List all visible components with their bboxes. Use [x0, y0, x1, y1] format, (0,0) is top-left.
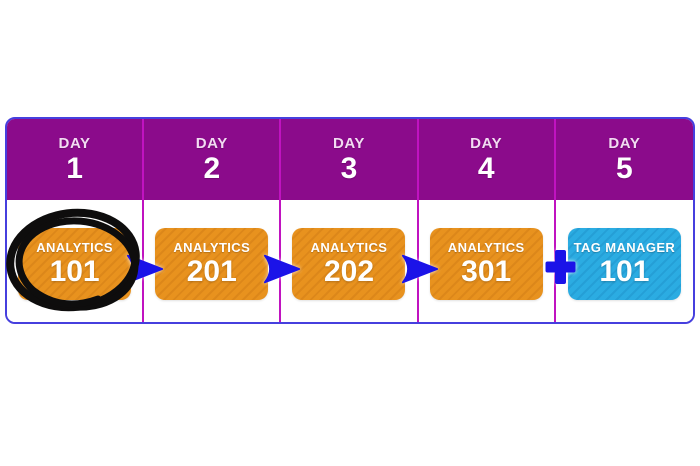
course-box-analytics-202: ANALYTICS 202 [292, 228, 406, 300]
day-3-header: DAY 3 [281, 119, 417, 200]
day-label: DAY [470, 134, 503, 152]
course-name: ANALYTICS [310, 240, 388, 256]
day-label: DAY [332, 134, 366, 152]
column-day-1: DAY 1 ANALYTICS 101 [7, 119, 145, 322]
day-5-header: DAY 5 [555, 119, 693, 200]
column-day-2: DAY 2 ANALYTICS 201 [144, 119, 282, 322]
course-box-tag-manager-101: TAG MANAGER 101 [567, 228, 681, 300]
day-label: DAY [58, 134, 91, 152]
day-4-body: ANALYTICS 301 [418, 200, 554, 322]
course-number: 301 [461, 255, 512, 289]
day-number: 1 [66, 151, 83, 185]
day-4-header: DAY 4 [418, 119, 554, 200]
course-name: ANALYTICS [36, 240, 113, 256]
day-number: 3 [340, 151, 358, 185]
day-label: DAY [195, 134, 228, 152]
course-number: 101 [599, 255, 650, 289]
day-1-body: ANALYTICS 101 [7, 200, 143, 322]
day-2-header: DAY 2 [144, 119, 280, 200]
course-number: 201 [186, 255, 237, 289]
day-label: DAY [608, 134, 641, 152]
course-number: 101 [49, 255, 100, 289]
arrow-right-icon [263, 253, 301, 285]
day-3-body: ANALYTICS 202 [281, 200, 417, 322]
column-day-4: DAY 4 ANALYTICS 301 [418, 119, 556, 322]
column-day-3: DAY 3 ANALYTICS 202 [281, 119, 419, 322]
arrow-right-icon [401, 253, 439, 285]
day-1-header: DAY 1 [7, 119, 143, 200]
schedule-table: DAY 1 ANALYTICS 101 DAY 2 ANALYTICS 201 [5, 117, 695, 324]
course-box-analytics-301: ANALYTICS 301 [429, 228, 543, 300]
column-day-5: DAY 5 TAG MANAGER 101 [555, 119, 693, 322]
day-5-body: TAG MANAGER 101 [555, 200, 693, 322]
plus-icon [545, 249, 576, 285]
course-number: 202 [323, 255, 375, 289]
day-number: 4 [477, 151, 495, 185]
day-2-body: ANALYTICS 201 [144, 200, 280, 322]
course-box-analytics-101: ANALYTICS 101 [18, 228, 132, 300]
course-name: ANALYTICS [173, 240, 251, 256]
arrow-right-icon [126, 253, 164, 285]
day-number: 2 [203, 151, 221, 185]
course-name: TAG MANAGER [573, 240, 676, 256]
course-name: ANALYTICS [447, 240, 525, 256]
day-number: 5 [616, 151, 633, 185]
course-box-analytics-201: ANALYTICS 201 [155, 228, 269, 300]
